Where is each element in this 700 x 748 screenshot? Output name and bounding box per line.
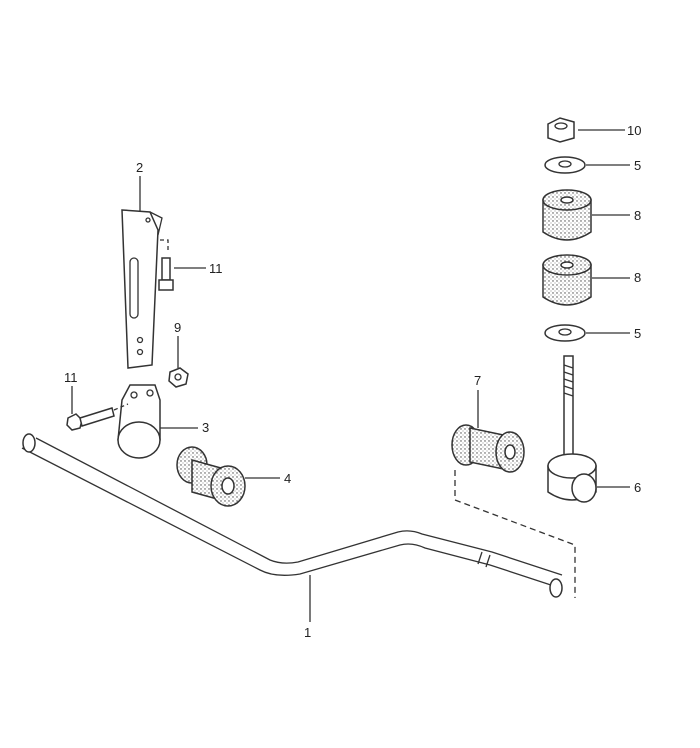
nut-small — [168, 367, 189, 388]
label-5-bottom: 5 — [634, 326, 641, 341]
leader-lines — [71, 129, 630, 622]
stabilizer-bar — [21, 433, 563, 598]
label-10: 10 — [627, 123, 641, 138]
washer-bottom — [544, 324, 586, 342]
label-2: 2 — [136, 160, 143, 175]
rubber-bushing-lower — [542, 254, 592, 306]
washer-top — [544, 156, 586, 174]
rubber-bushing-upper — [542, 189, 592, 241]
link — [547, 355, 597, 503]
bracket — [121, 209, 163, 369]
label-5-top: 5 — [634, 158, 641, 173]
assembly-line — [454, 470, 576, 598]
clamp — [117, 384, 161, 459]
label-11-bracket: 11 — [209, 261, 223, 276]
label-3: 3 — [202, 420, 209, 435]
label-4: 4 — [284, 471, 291, 486]
bar-bushing — [176, 446, 246, 507]
label-9: 9 — [174, 320, 181, 335]
link-bushing — [451, 424, 525, 473]
label-8-lower: 8 — [634, 270, 641, 285]
nut-top — [547, 117, 575, 143]
bolt-clamp — [66, 403, 129, 431]
label-7: 7 — [474, 373, 481, 388]
label-8-upper: 8 — [634, 208, 641, 223]
label-11-clamp: 11 — [64, 370, 78, 385]
bolt-bracket — [158, 239, 174, 291]
label-6: 6 — [634, 480, 641, 495]
label-1: 1 — [304, 625, 311, 640]
